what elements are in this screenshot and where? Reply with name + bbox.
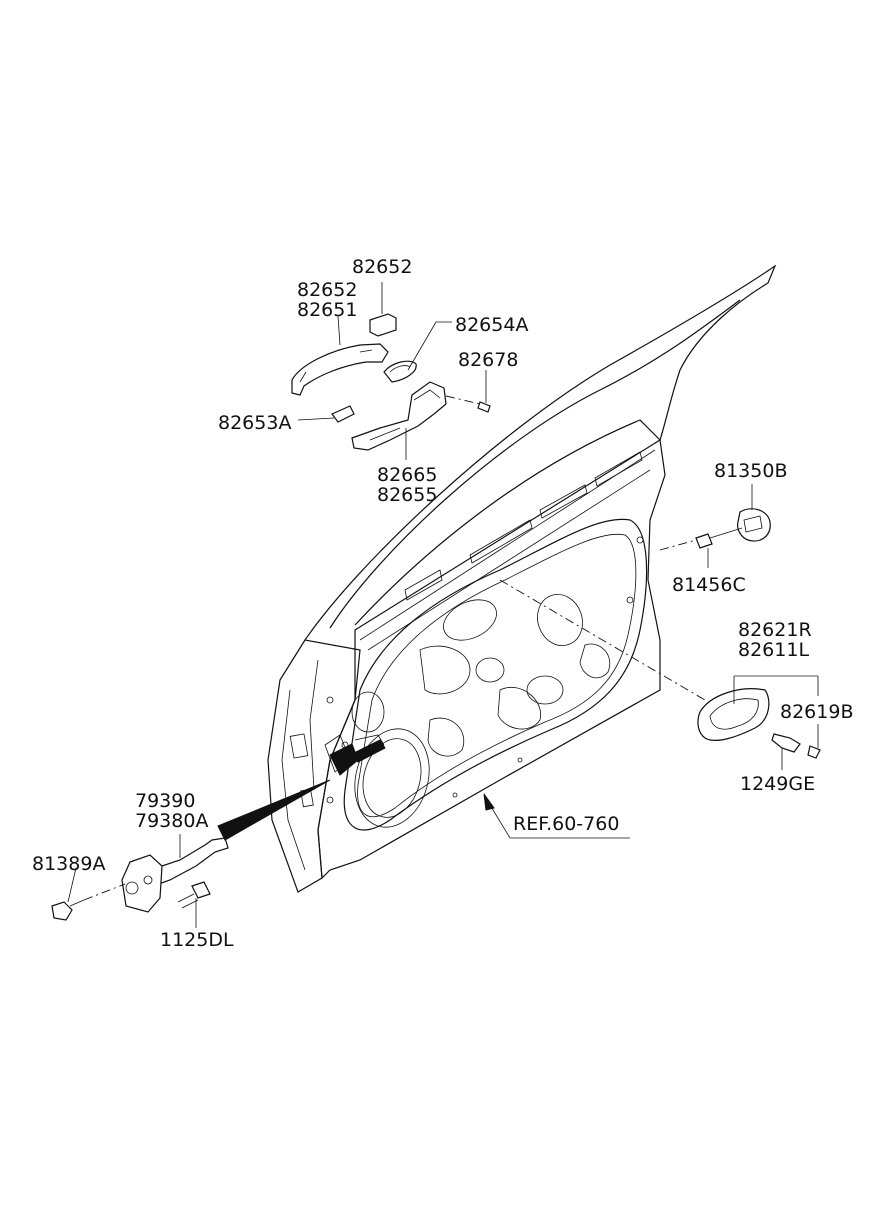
door-checker-group — [51, 739, 386, 921]
label-82611L: 82611L — [738, 639, 809, 661]
label-81389A: 81389A — [32, 853, 105, 875]
label-1249GE: 1249GE — [740, 773, 815, 795]
label-79390: 79390 — [135, 790, 195, 812]
handle-cap — [369, 313, 397, 337]
label-82678: 82678 — [458, 349, 518, 371]
label-82621R: 82621R — [738, 619, 812, 641]
handle-pad — [331, 405, 355, 423]
checker-bolt-1125DL — [191, 881, 211, 899]
label-82654A: 82654A — [455, 314, 528, 336]
holder-clip — [737, 508, 771, 542]
outside-handle — [291, 343, 389, 396]
handle-gasket — [383, 360, 417, 383]
label-ref-60-760: REF.60-760 — [513, 813, 619, 835]
inside-handle-screw — [771, 733, 801, 753]
inside-handle-cap — [807, 745, 821, 759]
leader-lines — [67, 282, 819, 928]
handle-base — [351, 381, 447, 451]
label-81350B: 81350B — [714, 460, 787, 482]
label-82653A: 82653A — [218, 412, 291, 434]
part-labels: 82652 82652 82651 82654A 82678 82653A 82… — [32, 256, 853, 951]
label-82619B: 82619B — [780, 701, 853, 723]
right-parts-group — [499, 508, 821, 759]
label-82652: 82652 — [297, 279, 357, 301]
label-79380A: 79380A — [135, 810, 208, 832]
inside-handle — [697, 688, 770, 741]
label-81456C: 81456C — [672, 574, 746, 596]
checker-bolt-81389A — [51, 901, 73, 921]
label-82652-top: 82652 — [352, 256, 412, 278]
label-82665: 82665 — [377, 464, 437, 486]
label-1125DL: 1125DL — [160, 929, 234, 951]
door-checker-arm — [149, 837, 229, 886]
door-panel — [267, 264, 777, 893]
outside-handle-group — [291, 313, 491, 451]
handle-screw — [477, 401, 491, 413]
label-82651: 82651 — [297, 299, 357, 321]
label-82655: 82655 — [377, 484, 437, 506]
door-checker-body — [121, 854, 163, 913]
holder-screw — [695, 533, 713, 549]
